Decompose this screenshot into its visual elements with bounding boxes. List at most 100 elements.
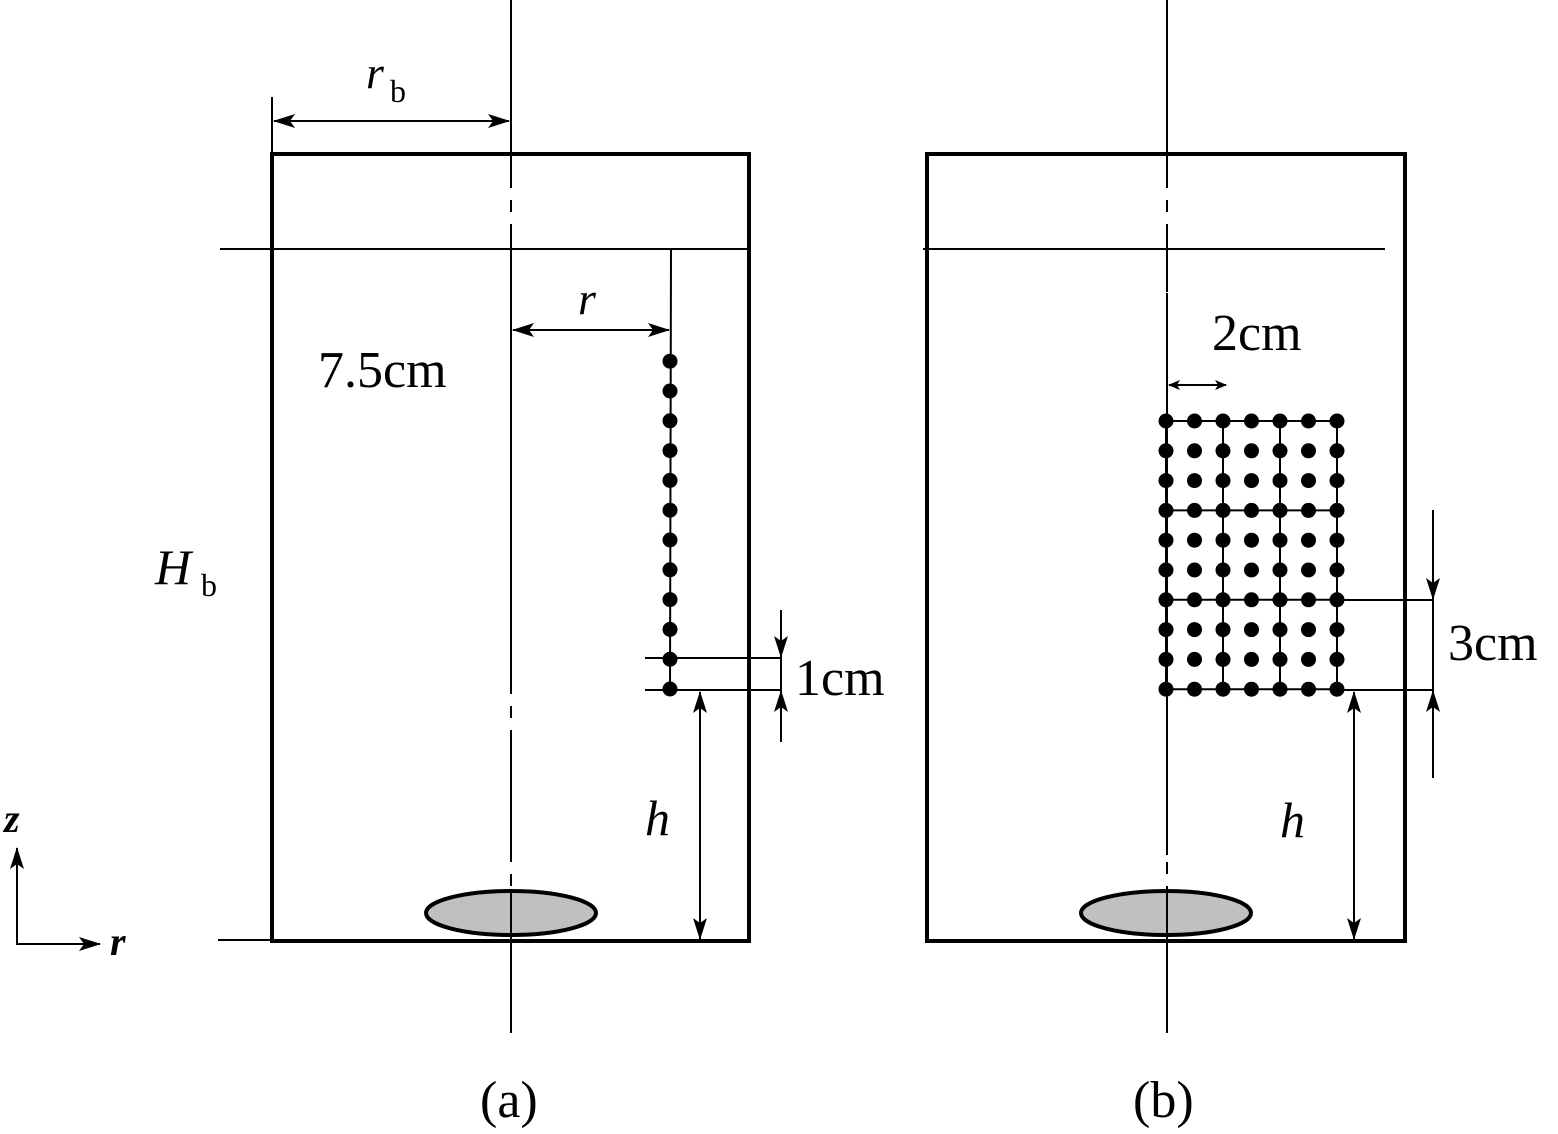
probe-point bbox=[1187, 532, 1202, 548]
probe-point bbox=[1272, 473, 1288, 489]
probe-point bbox=[1215, 562, 1231, 578]
probe-point bbox=[1244, 532, 1259, 548]
probe-point bbox=[1158, 622, 1174, 638]
probe-point bbox=[1187, 413, 1202, 429]
probe-point bbox=[1244, 443, 1259, 459]
probe-point bbox=[1329, 502, 1345, 518]
probe-point bbox=[1329, 622, 1345, 638]
probe-point bbox=[1301, 562, 1316, 578]
probe-point bbox=[1215, 502, 1231, 518]
probe-point bbox=[1215, 473, 1231, 489]
probe-point bbox=[1158, 651, 1174, 667]
probe-point bbox=[1244, 592, 1259, 608]
probe-point bbox=[1329, 413, 1345, 429]
probe-point bbox=[1244, 681, 1259, 697]
probe-point bbox=[662, 532, 678, 548]
probe-point bbox=[1329, 562, 1345, 578]
probe-point bbox=[1301, 622, 1316, 638]
probe-point bbox=[1301, 681, 1316, 697]
probe-point bbox=[1215, 681, 1231, 697]
hb-subscript: b bbox=[201, 567, 217, 603]
probe-point bbox=[1158, 562, 1174, 578]
probe-point bbox=[1329, 443, 1345, 459]
probe-point bbox=[1158, 443, 1174, 459]
r-axis-label: r bbox=[110, 919, 126, 964]
caption-b: (b) bbox=[1133, 1072, 1194, 1129]
rb-label: r bbox=[366, 47, 385, 98]
probe-point bbox=[662, 353, 678, 369]
probe-point bbox=[1272, 622, 1288, 638]
r-label: r bbox=[578, 273, 597, 324]
probe-point bbox=[1329, 532, 1345, 548]
probe-point bbox=[1187, 622, 1202, 638]
probe-point bbox=[1187, 502, 1202, 518]
probe-point bbox=[1215, 622, 1231, 638]
probe-point bbox=[1329, 473, 1345, 489]
probe-point bbox=[1244, 473, 1259, 489]
probe-point bbox=[1158, 473, 1174, 489]
hb-label: H bbox=[154, 539, 194, 595]
probe-rod-a bbox=[669, 249, 672, 691]
probe-point bbox=[1301, 592, 1316, 608]
probe-point bbox=[1301, 443, 1316, 459]
probe-point bbox=[1215, 592, 1231, 608]
probe-points-a bbox=[662, 353, 678, 697]
probe-point bbox=[1244, 622, 1259, 638]
probe-point bbox=[1158, 413, 1174, 429]
h-label-a: h bbox=[645, 790, 670, 846]
probe-point bbox=[662, 651, 678, 667]
probe-point bbox=[662, 621, 678, 637]
probe-point bbox=[1272, 681, 1288, 697]
vertical-spacing-label: 3cm bbox=[1448, 615, 1538, 672]
panel-b: 2cm 3cm h (b) bbox=[923, 0, 1538, 1129]
z-axis-label: z bbox=[2, 796, 20, 841]
probe-point bbox=[1301, 532, 1316, 548]
probe-point bbox=[1301, 413, 1316, 429]
probe-point bbox=[1244, 502, 1259, 518]
probe-point bbox=[1158, 592, 1174, 608]
probe-point bbox=[1272, 413, 1288, 429]
probe-point bbox=[1187, 443, 1202, 459]
probe-point bbox=[1215, 443, 1231, 459]
caption-a: (a) bbox=[480, 1072, 538, 1129]
probe-point bbox=[662, 443, 678, 459]
probe-point bbox=[1215, 651, 1231, 667]
probe-grid-lines bbox=[1165, 420, 1338, 691]
probe-point bbox=[1272, 443, 1288, 459]
probe-point bbox=[1215, 413, 1231, 429]
probe-point bbox=[1187, 681, 1202, 697]
probe-point bbox=[1158, 532, 1174, 548]
probe-point bbox=[1187, 592, 1202, 608]
radius-value-label: 7.5cm bbox=[318, 342, 447, 399]
probe-point bbox=[1272, 502, 1288, 518]
probe-point bbox=[1187, 651, 1202, 667]
rb-subscript: b bbox=[390, 73, 406, 109]
h-label-b: h bbox=[1280, 792, 1305, 848]
probe-point bbox=[1272, 562, 1288, 578]
probe-point bbox=[1244, 562, 1259, 578]
probe-point bbox=[1244, 651, 1259, 667]
probe-point bbox=[1301, 651, 1316, 667]
horizontal-spacing-label: 2cm bbox=[1212, 305, 1302, 362]
probe-point bbox=[1187, 473, 1202, 489]
probe-spacing-label: 1cm bbox=[795, 650, 885, 707]
probe-point bbox=[1272, 532, 1288, 548]
probe-point bbox=[662, 502, 678, 518]
probe-point bbox=[1272, 651, 1288, 667]
probe-point bbox=[1272, 592, 1288, 608]
probe-point bbox=[662, 472, 678, 488]
coordinate-axes: z r bbox=[2, 796, 126, 964]
probe-point bbox=[1301, 473, 1316, 489]
probe-point bbox=[1244, 413, 1259, 429]
probe-point bbox=[1158, 502, 1174, 518]
probe-point bbox=[1301, 502, 1316, 518]
probe-point bbox=[1187, 562, 1202, 578]
probe-point bbox=[662, 413, 678, 429]
probe-points-b bbox=[1158, 413, 1345, 697]
probe-point bbox=[662, 383, 678, 399]
probe-point bbox=[1329, 651, 1345, 667]
probe-point bbox=[1215, 532, 1231, 548]
panel-a: r b r 7.5cm 1cm h H b (a) bbox=[154, 0, 885, 1129]
probe-point bbox=[1158, 681, 1174, 697]
